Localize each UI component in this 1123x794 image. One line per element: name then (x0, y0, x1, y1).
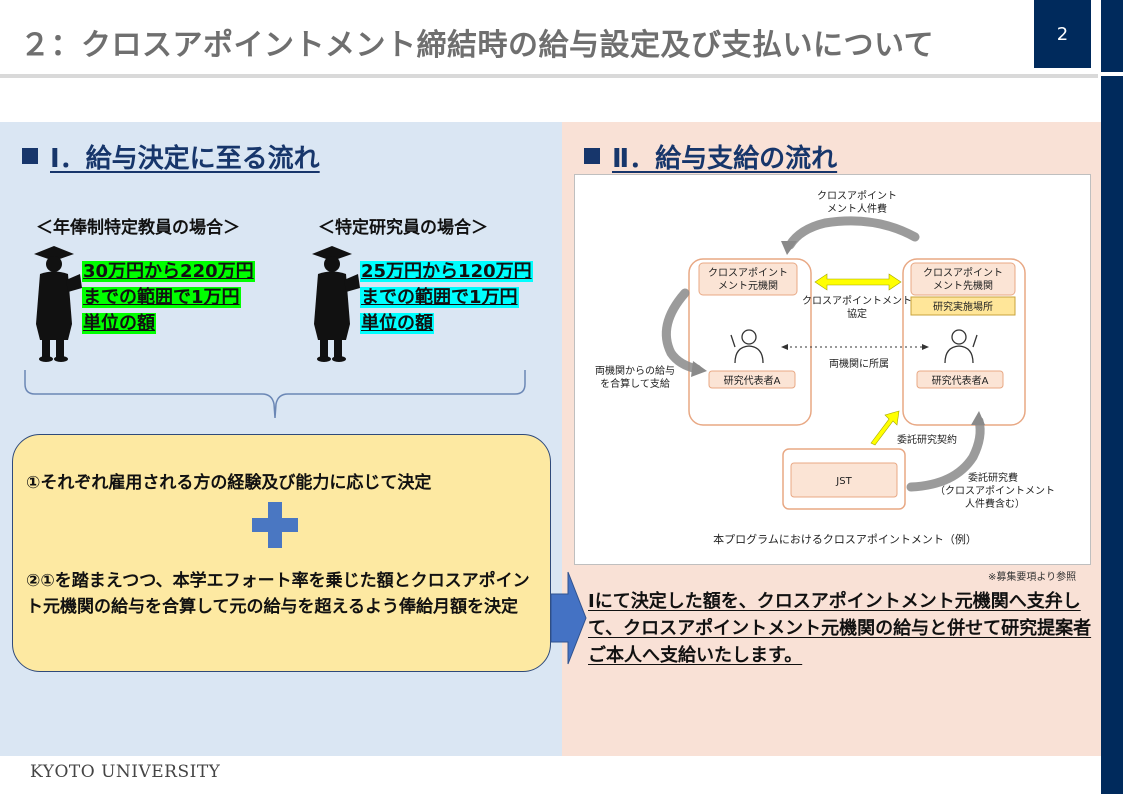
right-bar-gap (1101, 72, 1123, 76)
graduate-silhouette-icon (312, 246, 360, 362)
researcher-left-box (708, 370, 796, 389)
origin-org-frame (688, 258, 812, 426)
flow-arrow-icon (550, 571, 587, 665)
salary-line: 単位の額 (82, 313, 156, 334)
researcher-left-icon (730, 329, 764, 364)
salary-line: までの範囲で1万円 (82, 287, 241, 308)
researcher-right-box (916, 370, 1004, 389)
researcher-left-label: 研究代表者A (724, 374, 781, 387)
origin-org-label-2: メント元機関 (718, 279, 778, 292)
decision-step-2: ②①を踏まえつつ、本学エフォート率を乗じた額とクロスアポイント元機関の給与を合算… (26, 571, 530, 617)
contract-arrow (870, 410, 900, 446)
funding-flow-arrow (906, 416, 985, 492)
section1-heading-text: Ⅰ．給与決定に至る流れ (50, 144, 320, 174)
diagram-top-label-2: メント人件費 (827, 202, 887, 215)
host-org-label-2: メント先機関 (933, 279, 993, 292)
research-site-label: 研究実施場所 (933, 300, 993, 313)
origin-org-label-box (698, 262, 798, 296)
top-flow-arrow (785, 216, 920, 250)
funder-label: JST (835, 476, 852, 487)
host-org-label-1: クロスアポイント (923, 267, 1003, 279)
section2-heading: Ⅱ．給与支給の流れ (584, 138, 837, 175)
reference-note: ※募集要項より参照 (988, 572, 1077, 583)
left-side-label-1: 両機関からの給与 (595, 364, 675, 377)
salary-range-faculty: 30万円から220万円 までの範囲で1万円 単位の額 (82, 259, 255, 337)
top-arrow-head (781, 241, 797, 255)
research-site-box (910, 296, 1016, 316)
fund-label-1: 委託研究費 (968, 471, 1018, 484)
case-fixed-term-faculty-label: ＜年俸制特定教員の場合＞ (36, 218, 240, 238)
section1-heading: Ⅰ．給与決定に至る流れ (22, 138, 320, 175)
case-specific-researcher-label: ＜特定研究員の場合＞ (318, 218, 488, 238)
diagram-top-label-1: クロスアポイント (817, 190, 897, 202)
cross-appointment-diagram: クロスアポイント メント人件費 クロスアポイント メント元機関 研究代表者A ク… (574, 174, 1091, 565)
host-org-label-box (910, 262, 1016, 296)
graduate-silhouette-icon (34, 246, 82, 362)
agreement-label-1: クロスアポイントメント (802, 295, 912, 307)
fund-label-2: （クロスアポイントメント (935, 485, 1055, 497)
grouping-brace (24, 370, 526, 419)
salary-line: 30万円から220万円 (82, 261, 255, 282)
funder-frame (782, 448, 906, 510)
affiliation-label: 両機関に所属 (829, 357, 889, 370)
left-flow-arrow (661, 288, 702, 374)
bullet-square-icon (584, 148, 600, 164)
salary-line: までの範囲で1万円 (360, 287, 519, 308)
diagram-caption: 本プログラムにおけるクロスアポイントメント（例） (713, 532, 977, 546)
header-divider (0, 74, 1098, 78)
funder-box (790, 462, 898, 498)
fund-label-3: 人件費含む） (965, 497, 1025, 510)
agreement-double-arrow (814, 273, 902, 291)
researcher-right-label: 研究代表者A (932, 374, 989, 387)
salary-line: 25万円から120万円 (360, 261, 533, 282)
host-org-frame (902, 258, 1026, 426)
page-number-badge: 2 (1034, 0, 1091, 68)
agreement-label-2: 協定 (847, 307, 867, 320)
diagram-canvas: クロスアポイント メント人件費 クロスアポイント メント元機関 研究代表者A ク… (595, 190, 1055, 546)
salary-line: 単位の額 (360, 313, 434, 334)
plus-icon (252, 502, 298, 548)
left-side-label-2: を合算して支給 (600, 377, 670, 390)
decision-box (12, 434, 551, 672)
page-number: 2 (1056, 23, 1069, 45)
decision-step-1: ①それぞれ雇用される方の経験及び能力に応じて決定 (26, 473, 432, 493)
payment-description: Ⅰにて決定した額を、クロスアポイントメント元機関へ支弁して、クロスアポイントメン… (588, 591, 1092, 666)
right-accent-bar (1101, 0, 1123, 794)
salary-range-researcher: 25万円から120万円 までの範囲で1万円 単位の額 (360, 259, 533, 337)
page-title: ２：クロスアポイントメント締結時の給与設定及び支払いについて (20, 28, 935, 63)
contract-label: 委託研究契約 (897, 433, 957, 446)
section2-heading-text: Ⅱ．給与支給の流れ (612, 144, 838, 174)
university-logo: KYOTO UNIVERSITY (30, 762, 221, 782)
bullet-square-icon (22, 148, 38, 164)
origin-org-label-1: クロスアポイント (708, 267, 788, 279)
researcher-right-icon (944, 329, 978, 364)
